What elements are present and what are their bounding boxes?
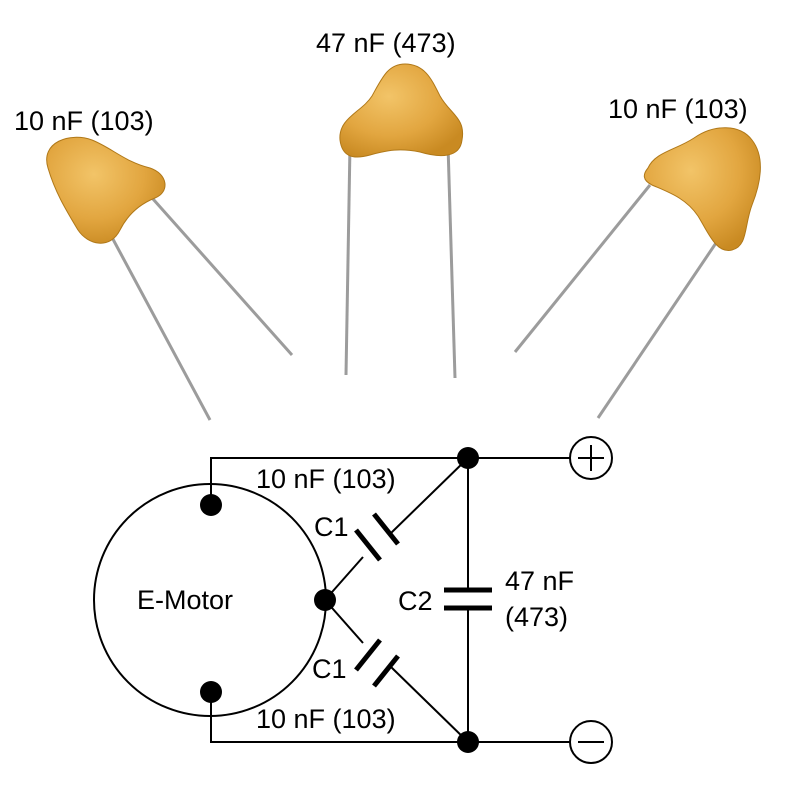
capacitor-lead (446, 144, 457, 379)
photo-label-left: 10 nF (103) (14, 106, 154, 136)
c1-bottom-plate (354, 638, 382, 672)
capacitor-body (643, 127, 761, 251)
capacitor-lead (98, 214, 212, 421)
capacitor-photo-right (513, 127, 761, 419)
c1-bottom-value: 10 nF (103) (256, 704, 396, 734)
c2-value-line1: 47 nF (505, 566, 575, 596)
c1-top-designator: C1 (314, 512, 349, 542)
wire-c1-top-b (389, 457, 469, 535)
photo-label-center: 47 nF (473) (316, 28, 456, 58)
capacitor-body (339, 63, 464, 158)
wire-c1-bottom-b (389, 665, 469, 743)
c2-designator: C2 (398, 586, 433, 616)
junction-dots (200, 447, 479, 753)
capacitor-lead (344, 144, 352, 376)
c1-bottom-designator: C1 (312, 654, 347, 684)
photo-label-right: 10 nF (103) (608, 94, 748, 124)
node-top (457, 447, 479, 469)
capacitor-lead (513, 184, 652, 353)
capacitor-photo-left (46, 136, 294, 421)
motor-terminal-top (200, 494, 222, 516)
c2-value-line2: (473) (505, 602, 569, 632)
c1-top-plate (372, 512, 400, 546)
bottom-wire (210, 692, 570, 743)
c1-bottom-plate (372, 654, 400, 688)
top-wire (210, 457, 570, 503)
node-bottom (457, 731, 479, 753)
motor-terminal-bottom (200, 681, 222, 703)
capacitor-lead (596, 239, 720, 419)
motor-label: E-Motor (137, 585, 234, 615)
c1-top-plate (354, 528, 382, 562)
capacitor-photo-center (339, 63, 464, 379)
capacitor-body (46, 136, 166, 244)
c1-top-value: 10 nF (103) (256, 464, 396, 494)
motor-case-node (314, 589, 336, 611)
negative-terminal (569, 720, 613, 764)
capacitor-lead (143, 189, 294, 356)
positive-terminal (569, 436, 613, 480)
